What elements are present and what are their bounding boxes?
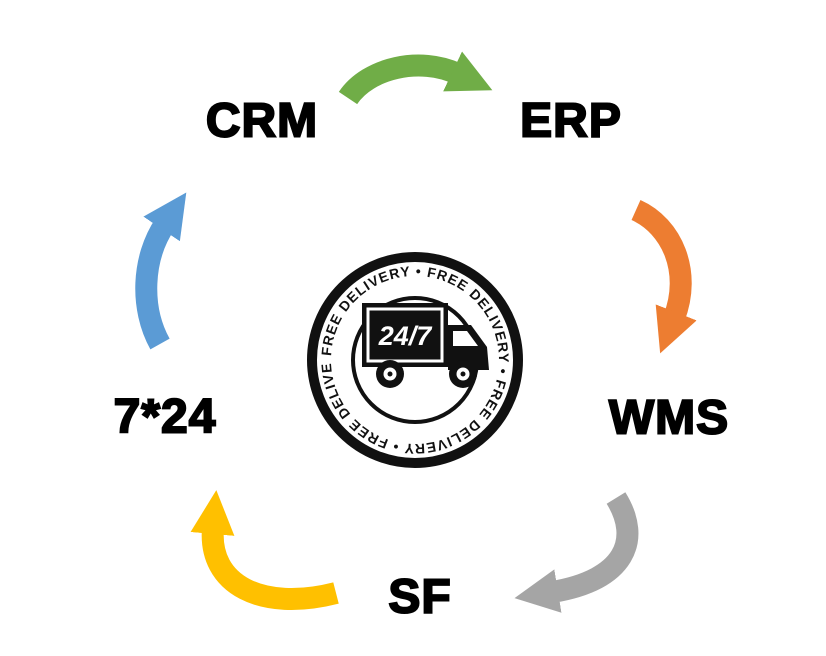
- truck-cargo-box: [362, 303, 448, 367]
- arrow-crm-to-erp: [338, 51, 493, 105]
- node-sf: SF: [387, 570, 452, 625]
- arrow-erp-to-wms: [630, 199, 697, 354]
- truck-247-label: 24/7: [378, 321, 434, 351]
- arrow-sf-to-support: [190, 490, 339, 611]
- node-wms: WMS: [608, 391, 730, 446]
- arrow-support-to-crm: [135, 192, 187, 350]
- node-crm: CRM: [205, 94, 319, 149]
- arrow-wms-to-sf: [514, 492, 639, 613]
- node-erp: ERP: [519, 94, 622, 149]
- truck-cargo-border: [366, 307, 444, 363]
- truck-window: [453, 331, 478, 346]
- delivery-truck-icon: 24/7: [362, 303, 489, 388]
- truck-rear-hub-center: [387, 371, 393, 377]
- cycle-arrows: [135, 51, 697, 613]
- truck-front-hub-center: [460, 371, 466, 377]
- node-7x24: 7*24: [113, 390, 217, 445]
